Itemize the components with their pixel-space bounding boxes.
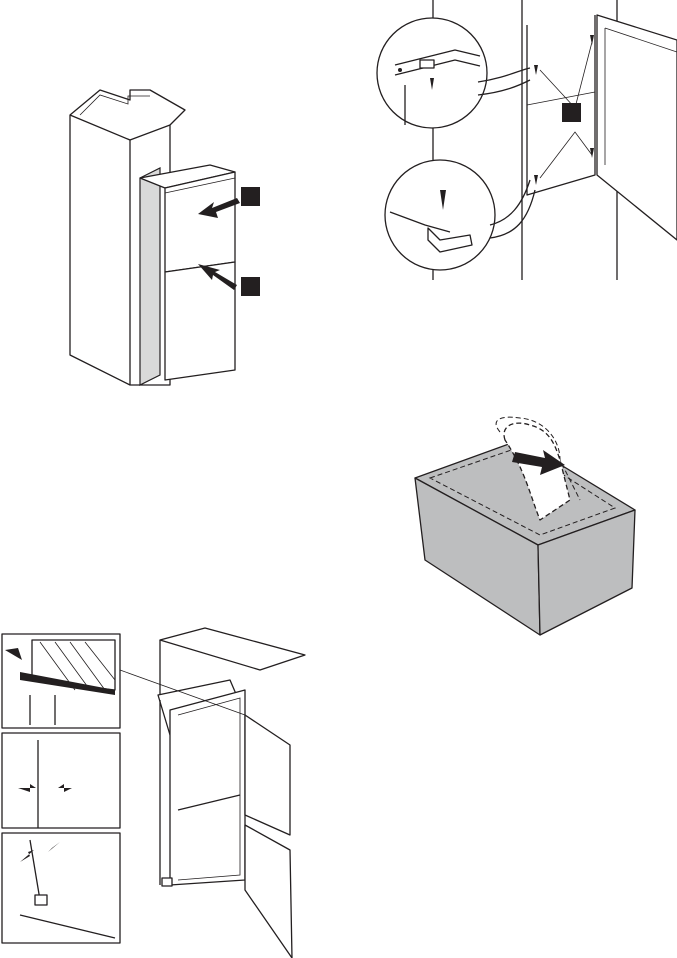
detail-panel-middle <box>1 732 121 829</box>
marker-square <box>562 103 581 122</box>
push-arrow-2 <box>198 264 260 296</box>
detail-panel-bottom <box>1 832 121 944</box>
push-arrow-1 <box>198 187 260 218</box>
appliance <box>139 164 236 386</box>
detail-circle-top <box>376 17 488 129</box>
pull-arrow <box>512 450 565 475</box>
marker-square <box>241 187 260 206</box>
detail-circle-bottom <box>384 159 496 271</box>
marker-square <box>241 277 260 296</box>
screws <box>534 35 594 185</box>
detail-panel-top <box>1 633 121 729</box>
